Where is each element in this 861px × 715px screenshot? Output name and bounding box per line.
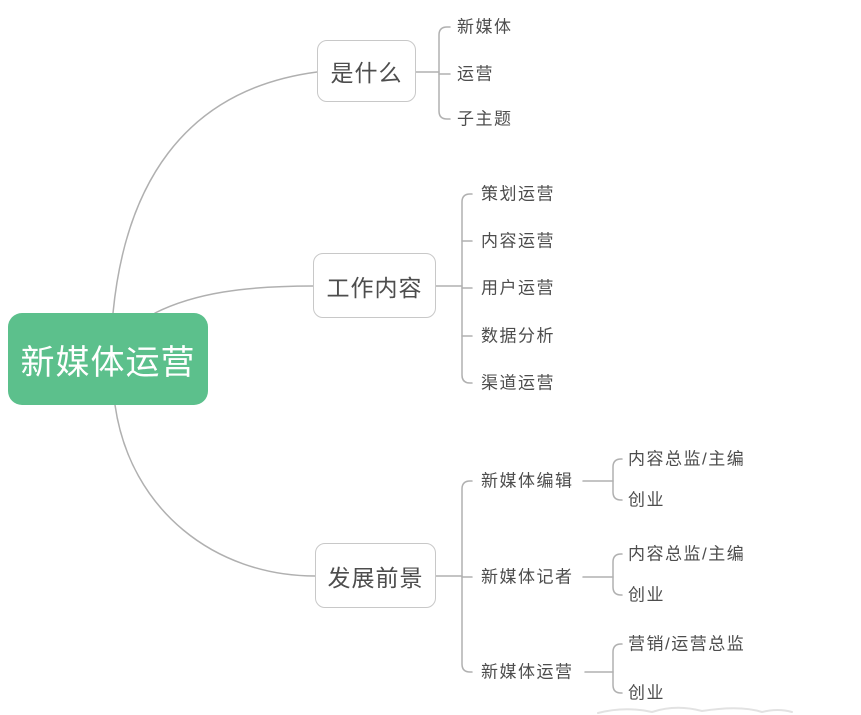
leaf-channel-op[interactable]: 渠道运营	[481, 373, 555, 393]
root-node[interactable]: 新媒体运营	[8, 313, 208, 405]
leaf-planning-op[interactable]: 策划运营	[481, 184, 555, 204]
bracket-whatis	[438, 26, 451, 120]
bracket-reporter	[612, 553, 623, 596]
branch-node-prospects[interactable]: 发展前景	[315, 543, 436, 608]
leaf-content-director-editor[interactable]: 内容总监/主编	[628, 449, 746, 469]
leaf-subtopic[interactable]: 子主题	[457, 109, 513, 129]
curve-root-to-work	[154, 285, 314, 314]
leaf-operation[interactable]: 运营	[457, 64, 494, 84]
leaf-new-media[interactable]: 新媒体	[457, 17, 513, 37]
leaf-startup-reporter[interactable]: 创业	[628, 585, 665, 605]
leaf-user-op[interactable]: 用户运营	[481, 278, 555, 298]
curve-root-to-prospects	[114, 404, 316, 577]
bracket-operation	[612, 643, 623, 694]
leaf-content-director-reporter[interactable]: 内容总监/主编	[628, 544, 746, 564]
leaf-content-op[interactable]: 内容运营	[481, 231, 555, 251]
watermark-trace	[597, 706, 793, 714]
branch-node-whatis[interactable]: 是什么	[317, 40, 416, 102]
leaf-data-analysis[interactable]: 数据分析	[481, 326, 555, 346]
leaf-startup-operation[interactable]: 创业	[628, 683, 665, 703]
bracket-editor	[612, 458, 623, 501]
branch-node-work-content[interactable]: 工作内容	[313, 253, 436, 318]
leaf-nm-reporter[interactable]: 新媒体记者	[481, 567, 574, 587]
leaf-marketing-director[interactable]: 营销/运营总监	[628, 634, 746, 654]
curve-root-to-whatis	[112, 71, 318, 314]
leaf-startup-editor[interactable]: 创业	[628, 490, 665, 510]
leaf-nm-operation[interactable]: 新媒体运营	[481, 662, 574, 682]
leaf-nm-editor[interactable]: 新媒体编辑	[481, 471, 574, 491]
